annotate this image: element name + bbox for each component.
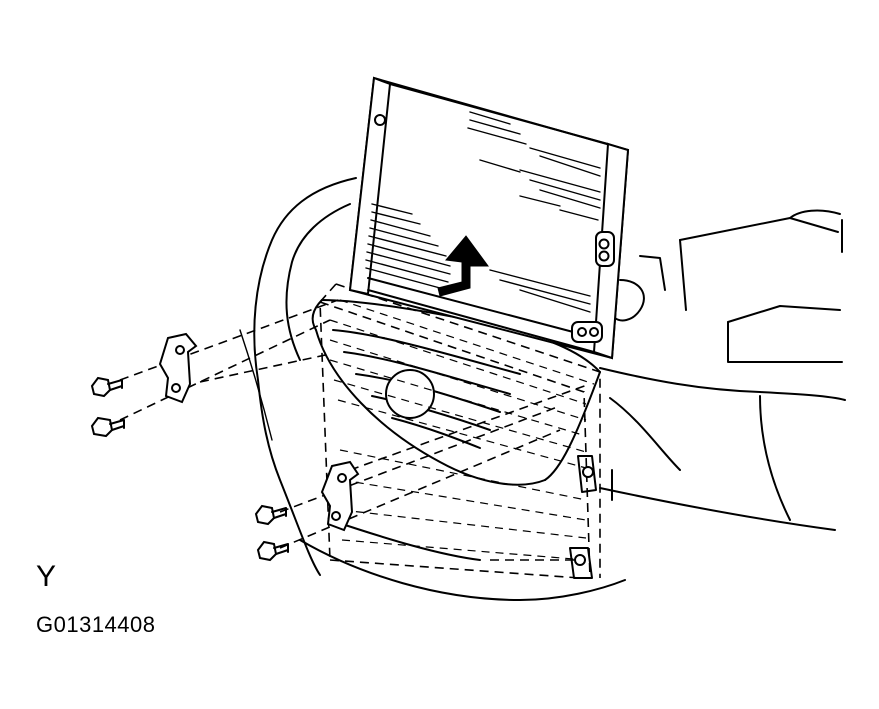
lift-direction-arrow-icon [437,235,489,297]
bolt-lower-1 [254,504,287,526]
condenser-installed-outline [119,283,601,579]
vehicle-body-outline [239,177,846,601]
view-letter-label: Y [36,560,57,593]
grille-emblem [385,369,435,419]
bolt-lower-2 [256,540,289,562]
radiator-grille [311,299,601,486]
condenser-unit [348,76,630,360]
figure-code-label: G01314408 [36,612,156,637]
upper-bracket [158,332,198,404]
condenser-core-fins [365,111,601,313]
lower-bracket [320,460,360,532]
bolt-upper-2 [90,416,125,438]
bolt-upper-1 [90,376,123,398]
